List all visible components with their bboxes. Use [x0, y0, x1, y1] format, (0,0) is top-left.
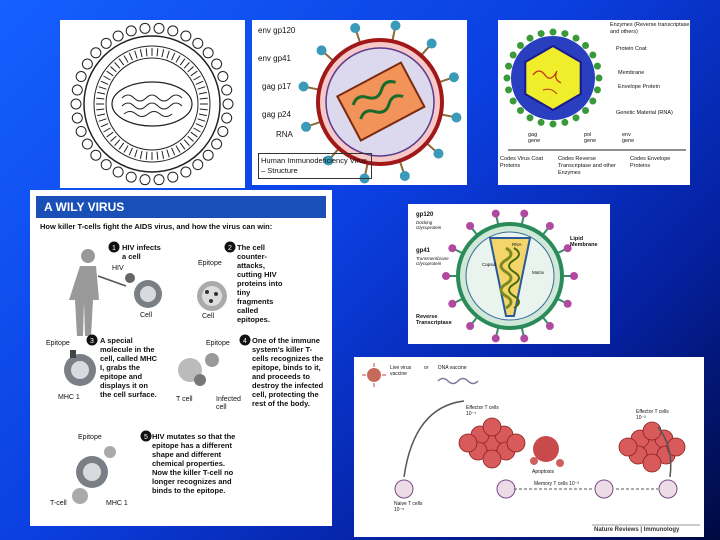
panel-hiv-genome: Enzymes (Reverse transcriptase and other… — [498, 20, 690, 185]
step5-text: HIV mutates so that the epitope has a di… — [152, 432, 236, 495]
label-tcell-5: T-cell — [50, 500, 67, 507]
immunology-figure — [362, 363, 700, 526]
label-lipid-membrane: Lipid Membrane — [570, 236, 598, 248]
label-memory-t-cells: Memory T cells 10⁻³ — [534, 481, 579, 487]
label-effector-right: Effector T cells 10⁻² — [636, 409, 669, 421]
label-live-virus-vaccine: Live virus vaccine — [390, 365, 412, 377]
label-matrix: Matrix — [532, 270, 545, 275]
svg-text:5: 5 — [144, 434, 148, 441]
label-transmembrane-glycoprotein: Transmembrane Glycoprotein — [416, 256, 449, 266]
label-epitope-3: Epitope — [46, 340, 70, 347]
label-tcell-4: T cell — [176, 396, 193, 403]
label-gag-p24: gag p24 — [262, 110, 291, 119]
label-genetic-material: Genetic Material (RNA) — [616, 110, 673, 116]
label-enzymes: Enzymes (Reverse transcriptase and other… — [610, 22, 690, 35]
label-docking-glycoprotein: Docking Glycoprotein — [416, 220, 442, 230]
panel-virus-lineart — [60, 20, 245, 188]
label-epitope-5: Epitope — [78, 434, 102, 441]
label-naive-t-cells: Naive T cells 10⁻⁶ — [394, 501, 423, 513]
svg-text:4: 4 — [243, 338, 247, 345]
label-epitope-2: Epitope — [198, 260, 222, 267]
label-apoptosis: Apoptosis — [532, 469, 554, 475]
label-cell-1: Cell — [140, 312, 153, 319]
codes-coat-proteins: Codes Virus Coat Proteins — [500, 156, 544, 169]
codes-envelope-proteins: Codes Envelope Proteins — [630, 156, 671, 169]
envelope-spikes — [298, 20, 462, 184]
membrane-teeth — [96, 48, 208, 160]
virus-lineart-figure — [70, 22, 234, 186]
panel-wily-virus: A WILY VIRUS How killer T-cells fight th… — [30, 190, 332, 526]
label-gp120: gp120 — [416, 212, 434, 218]
label-dna-vaccine: DNA vaccine — [438, 365, 467, 371]
panel-hiv-structure: env gp120 env gp41 gag p17 gag p24 RNA H… — [252, 20, 467, 185]
panel-nature-immunology: Live virus vaccine or DNA vaccine Effect… — [354, 357, 704, 537]
label-rna: RNA — [276, 130, 293, 139]
label-hiv: HIV — [112, 265, 124, 272]
label-reverse-transcriptase: Reverse Transcriptase — [416, 314, 452, 326]
label-effector-left: Effector T cells 10⁻¹ — [466, 405, 499, 417]
outer-knobs — [70, 22, 234, 186]
svg-text:2: 2 — [228, 245, 232, 252]
wily-title: A WILY VIRUS — [44, 200, 125, 214]
panel-hiv-virion: gp120 Docking Glycoprotein gp41 Transmem… — [408, 204, 610, 344]
label-envelope-protein: Envelope Protein — [618, 84, 660, 90]
step4-text: One of the immune system's killer T-cell… — [252, 336, 324, 408]
effector-cluster-right — [618, 421, 686, 473]
label-mhc-3: MHC 1 — [58, 394, 80, 401]
label-protein-coat: Protein Coat — [616, 46, 647, 52]
wily-illustrations: 1 2 3 4 5 — [64, 241, 251, 504]
structure-caption: Human Immunodeficiency Virus – Structure — [258, 153, 372, 179]
label-epitope-4: Epitope — [206, 340, 230, 347]
label-rna-virion: RNA — [512, 242, 522, 247]
wily-subtitle: How killer T-cells fight the AIDS virus,… — [40, 222, 273, 231]
hiv-virion-figure — [442, 209, 578, 343]
label-env-gp120: env gp120 — [258, 26, 296, 35]
gene-gag: gag gene — [528, 132, 541, 144]
label-gp41: gp41 — [416, 248, 431, 254]
gene-env: env gene — [622, 132, 635, 144]
label-membrane: Membrane — [618, 70, 645, 76]
step1-text: HIV infects a cell — [122, 243, 161, 261]
svg-text:3: 3 — [90, 338, 94, 345]
protein-coat — [524, 44, 582, 112]
codes-reverse-transcriptase: Codes Reverse Transcriptase and other En… — [558, 156, 616, 176]
effector-cluster-left — [458, 417, 526, 469]
gene-pol: pol gene — [584, 132, 597, 144]
hiv-structure-figure — [298, 20, 462, 184]
step2-text: The cell counter-attacks, cutting HIV pr… — [237, 243, 283, 324]
label-or: or — [424, 365, 429, 371]
svg-text:1: 1 — [112, 245, 116, 252]
label-mhc-5: MHC 1 — [106, 500, 128, 507]
label-infected-cell: Infected cell — [216, 396, 241, 411]
hiv-genome-figure — [503, 28, 686, 151]
label-env-gp41: env gp41 — [258, 54, 291, 63]
label-capsid: Capsid — [482, 262, 497, 267]
label-gag-p17: gag p17 — [262, 82, 291, 91]
label-cell-2: Cell — [202, 313, 215, 320]
nature-reviews-footer: Nature Reviews | Immunology — [594, 527, 680, 533]
step3-text: A special molecule in the cell, called M… — [100, 336, 158, 399]
protein-knobs — [503, 28, 603, 128]
wily-header: A WILY VIRUS — [36, 196, 326, 218]
